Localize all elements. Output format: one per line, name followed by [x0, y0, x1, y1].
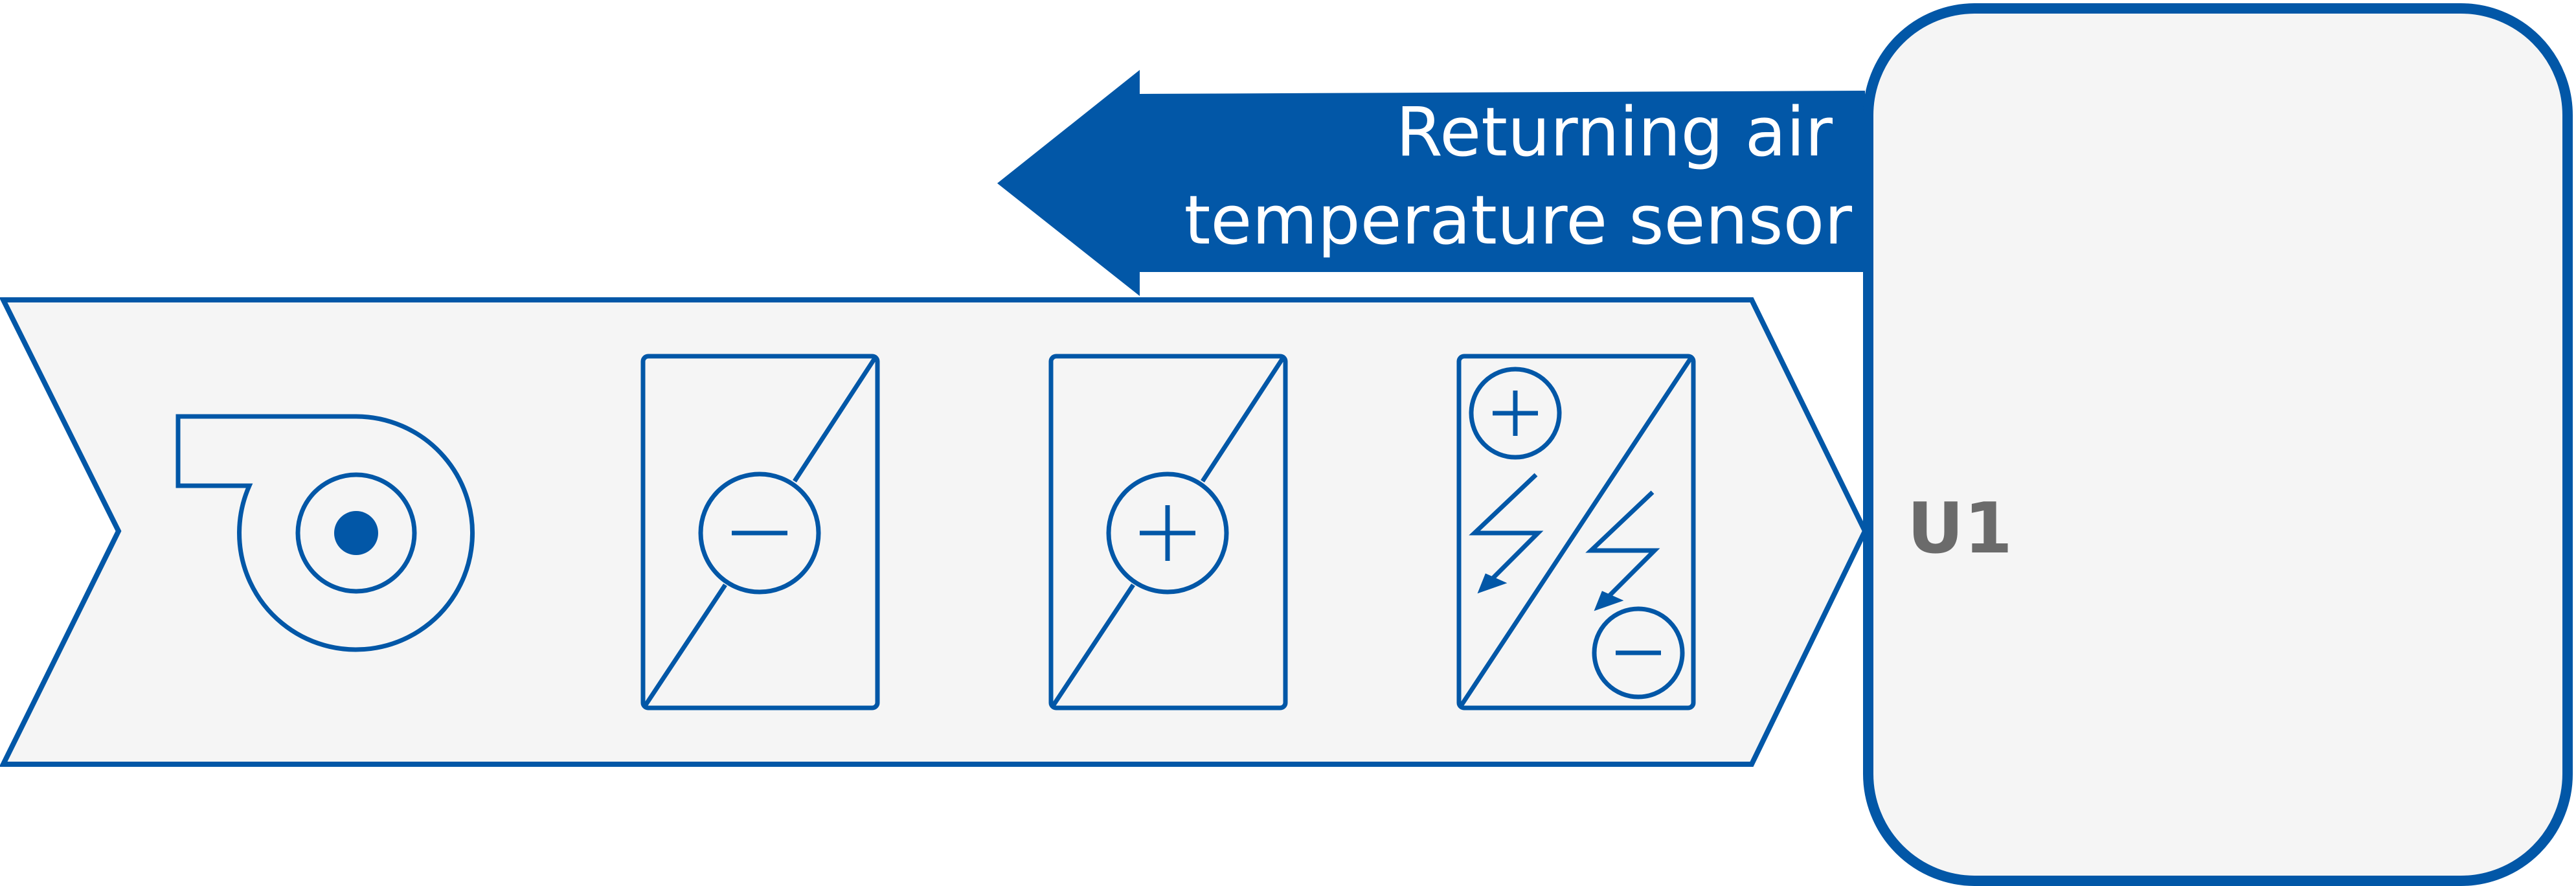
arrow-label-line2: temperature sensor [1184, 181, 1853, 260]
air-flow-band [0, 297, 1868, 767]
cooling-coil-icon [640, 354, 880, 710]
heat-pump-coil-icon [1456, 354, 1696, 710]
unit-box [1863, 3, 2573, 886]
unit-label: U1 [1907, 488, 2013, 569]
fan-icon [175, 414, 475, 652]
returning-air-arrow [997, 70, 1865, 296]
heating-coil-icon [1048, 354, 1288, 710]
arrow-label-line1: Returning air [1396, 93, 1833, 172]
